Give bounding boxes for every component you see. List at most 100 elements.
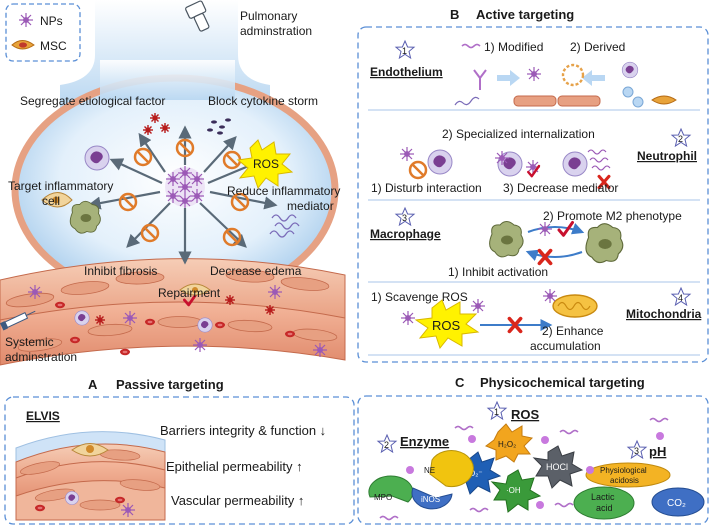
ros-burst-icon: ROS	[414, 299, 480, 350]
ros-hydroxyl: ·OH	[506, 486, 521, 495]
effect-segregate: Segregate etiological factor	[20, 94, 165, 108]
cytokine-icon	[207, 118, 231, 135]
endothelium-num: 1	[402, 46, 407, 56]
elvis-label: ELVIS	[26, 409, 60, 423]
mitochondria-num: 4	[678, 293, 683, 303]
panel-a-line-2: Epithelial permeability ↑	[166, 459, 303, 474]
ros-h2o2: H₂O₂	[498, 440, 516, 449]
ros-superoxide: O₂⁻	[469, 469, 483, 478]
macrophage-title: Macrophage	[370, 227, 441, 241]
neutrophil-icon	[84, 145, 110, 171]
msc-cell-icon	[41, 192, 73, 208]
macrophage-promote: 2) Promote M2 phenotype	[543, 209, 682, 223]
ph-lactic: Lactic	[591, 492, 615, 502]
co2-ellipse: CO₂	[651, 487, 705, 517]
ros-hocl: HOCl	[546, 462, 568, 472]
antibody-icon	[473, 69, 487, 90]
arrow-derived-icon	[582, 70, 605, 86]
ph-co2: CO₂	[667, 498, 686, 509]
syringe-icon	[0, 310, 36, 331]
ligand-decorations	[379, 417, 669, 521]
fibrosis-cell-icon	[69, 200, 101, 234]
mitochondria-enhance-1: 2) Enhance	[542, 324, 604, 338]
panel-a-caption: Passive targeting	[116, 377, 224, 392]
mitochondrion-icon	[552, 294, 598, 318]
ros-burst-icon: ROS	[236, 139, 294, 190]
ph-acid: acid	[596, 503, 613, 513]
panel-a-letter: A	[88, 377, 98, 392]
inhaler-icon	[185, 0, 210, 32]
lactic-acid-ellipse: Lactic acid	[573, 486, 635, 520]
alveolus-illustration: Pulmonary adminstration S	[0, 0, 346, 366]
neutrophil-decrease: 3) Decrease mediator	[503, 181, 618, 195]
effect-reduce-2: mediator	[287, 199, 334, 213]
m1-macrophage-icon	[489, 221, 524, 258]
ph-acidosis: acidosis	[610, 476, 639, 485]
mitochondria-section: 1) Scavenge ROS 4 Mitochondria ROS 2) En…	[371, 287, 702, 353]
enzyme-ne: NE	[424, 466, 435, 475]
effect-target-1: Target inflammatory	[8, 179, 113, 193]
mitochondria-enhance-2: accumulation	[530, 339, 601, 353]
panel-b-letter: B	[450, 7, 459, 22]
effect-repair: Repairment	[158, 286, 221, 300]
panel-b-frame	[357, 26, 709, 363]
mpo-enzyme: MPO	[368, 475, 414, 503]
acidosis-ellipse: Physiological acidosis	[585, 462, 671, 488]
vesicle-icon	[561, 63, 585, 87]
endothelium-title: Endothelium	[370, 65, 443, 79]
ros-num: 1	[494, 407, 499, 417]
arrow-modified-icon	[497, 70, 520, 86]
effect-target-2: cell	[42, 194, 60, 208]
repair-msc-icon	[179, 283, 211, 296]
legend-msc-label: MSC	[40, 39, 67, 53]
panel-c-letter: C	[455, 375, 465, 390]
ros-burst-label: ROS	[253, 157, 279, 171]
pulmonary-label-2: adminstration	[240, 24, 312, 38]
elvis-tissue	[15, 431, 166, 521]
panel-a-line-3: Vascular permeability ↑	[171, 493, 304, 508]
panel-a: A Passive targeting ELVIS Barriers integ…	[4, 377, 355, 525]
neutrophil-disturb: 1) Disturb interaction	[371, 181, 482, 195]
panel-c-caption: Physicochemical targeting	[480, 375, 645, 390]
systemic-label-2: adminstration	[5, 350, 77, 364]
neutrophil-section: 2) Specialized internalization 2 Neutrop…	[371, 127, 697, 195]
m2-macrophage-icon	[585, 223, 624, 264]
hocl-burst: HOCl	[532, 445, 584, 489]
endothelium-modified: 1) Modified	[484, 40, 543, 54]
enzyme-inos: iNOS	[421, 495, 440, 504]
hydroxyl-burst: ·OH	[490, 469, 542, 513]
systemic-label-1: Systemic	[5, 335, 54, 349]
ros-title: ROS	[511, 407, 540, 422]
effect-reduce-1: Reduce inflammatory	[227, 184, 340, 198]
effect-fibrosis: Inhibit fibrosis	[84, 264, 157, 278]
neutrophil-num: 2	[678, 134, 683, 144]
enzyme-mpo: MPO	[374, 493, 392, 502]
mediator-icon	[269, 214, 300, 238]
mitochondria-ros: ROS	[432, 318, 461, 333]
enzyme-title: Enzyme	[400, 434, 449, 449]
neutrophil-specialized: 2) Specialized internalization	[442, 127, 595, 141]
macrophage-section: 3 Macrophage 2) Promote M2 phenotype 1) …	[370, 207, 682, 279]
enzyme-num: 2	[384, 440, 389, 450]
legend: NPs MSC	[5, 3, 81, 62]
peptide-icon	[454, 96, 480, 106]
panel-b: B Active targeting 1 Endothelium 1) Modi…	[357, 7, 709, 363]
ne-enzyme: NE	[424, 450, 474, 487]
panel-b-caption: Active targeting	[476, 7, 574, 22]
ph-title: pH	[649, 444, 666, 459]
np-cluster	[165, 165, 205, 209]
inos-enzyme: iNOS	[411, 487, 453, 510]
neutrophil-title: Neutrophil	[637, 149, 697, 163]
ph-physiological: Physiological	[600, 466, 647, 475]
mitochondria-title: Mitochondria	[626, 307, 702, 321]
h2o2-burst: H₂O₂	[484, 423, 534, 463]
np-legend-icon	[18, 12, 34, 28]
effect-edema: Decrease edema	[210, 264, 302, 278]
endothelium-derived: 2) Derived	[570, 40, 625, 54]
legend-np-label: NPs	[40, 14, 63, 28]
macrophage-inhibit: 1) Inhibit activation	[448, 265, 548, 279]
endothelium-section: 1 Endothelium 1) Modified 2) Derived	[370, 40, 677, 108]
msc-legend-icon	[11, 40, 35, 50]
effect-block: Block cytokine storm	[208, 94, 318, 108]
panel-a-line-1: Barriers integrity & function ↓	[160, 423, 326, 438]
